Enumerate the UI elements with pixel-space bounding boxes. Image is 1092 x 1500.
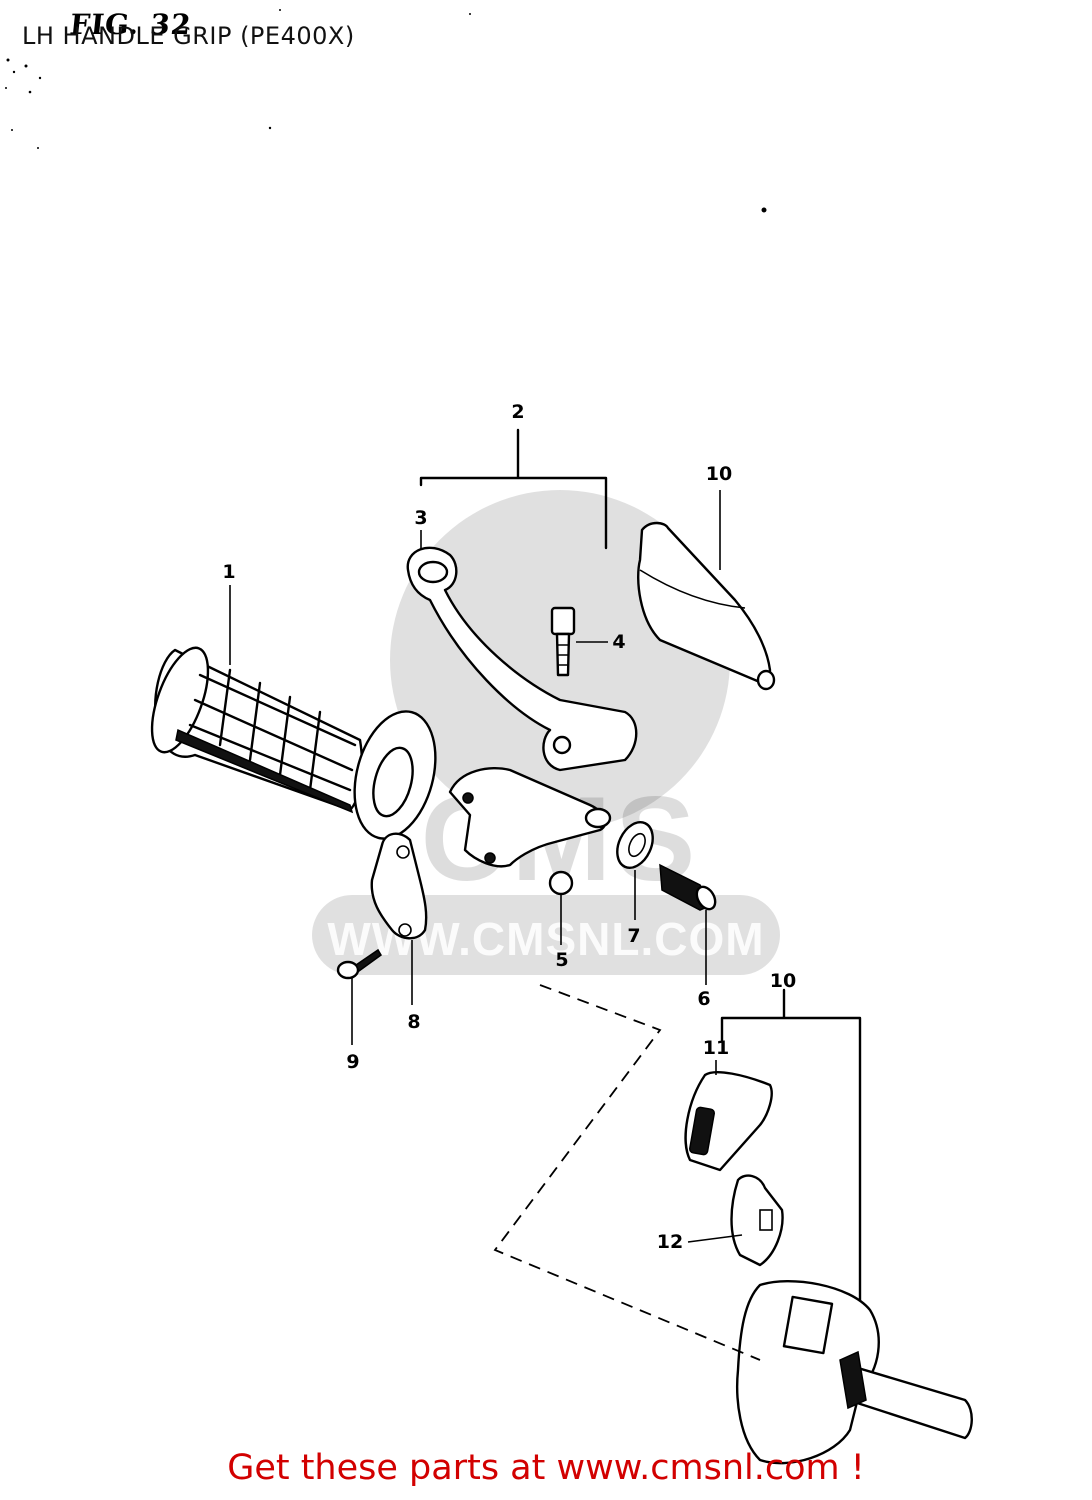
callout-9: 9	[346, 1051, 359, 1073]
callout-7: 7	[627, 925, 640, 947]
switch-housing	[736, 1279, 973, 1465]
callout-5: 5	[555, 949, 568, 971]
callout-10-switch: 10	[770, 970, 796, 992]
part-8-clamp	[370, 832, 428, 940]
part-3-lever	[406, 546, 638, 772]
part-6-adjuster	[659, 863, 717, 911]
callout-3: 3	[414, 507, 427, 529]
callout-11: 11	[703, 1037, 729, 1059]
scan-specks	[5, 9, 767, 213]
dashed-guides	[493, 984, 761, 1361]
callout-numbers: 1 2 3 4 5 6 7 8 9 10 10 11 12	[222, 401, 796, 1253]
callout-1: 1	[222, 561, 235, 583]
leader-lines	[229, 428, 862, 1302]
callout-8: 8	[407, 1011, 420, 1033]
part-1-grip	[150, 646, 437, 840]
lever-holder	[448, 767, 612, 868]
part-7-washer	[616, 821, 654, 869]
callout-6: 6	[697, 988, 710, 1010]
callout-2: 2	[511, 401, 524, 423]
part-4-bolt	[550, 606, 576, 677]
callout-12: 12	[657, 1231, 683, 1253]
callout-4: 4	[612, 631, 625, 653]
part-5-nut	[548, 870, 574, 896]
part-9-screw	[336, 948, 382, 980]
part-12-switch-contact	[730, 1174, 784, 1267]
diagram-title: LH HANDLE GRIP (PE400X)	[22, 22, 355, 50]
part-11-switch-knob	[684, 1071, 773, 1172]
callout-10-cover: 10	[706, 463, 732, 485]
parts-link-footer[interactable]: Get these parts at www.cmsnl.com !	[227, 1448, 865, 1488]
part-10-lever-cover	[637, 521, 776, 691]
